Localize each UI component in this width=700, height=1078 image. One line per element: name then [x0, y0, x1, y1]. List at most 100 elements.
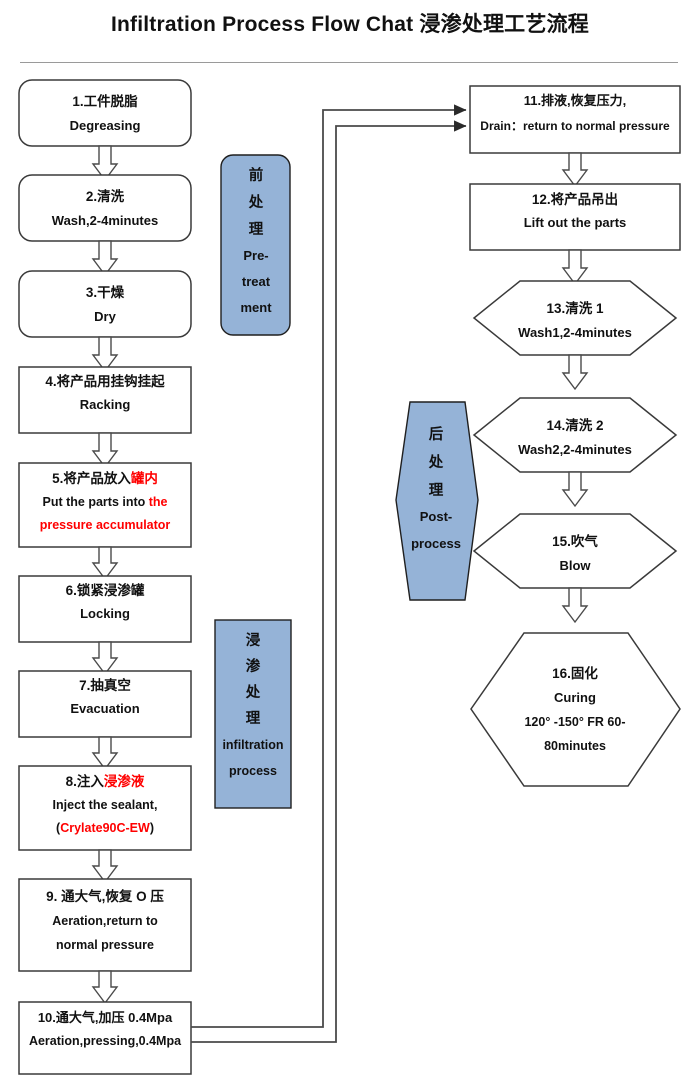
- step-4-shape: [18, 366, 192, 434]
- step-node-10[interactable]: 10.通大气,加压 0.4Mpa Aeration,pressing,0.4Mp…: [18, 1001, 192, 1075]
- step-8-line-2: Inject the sealant,: [53, 798, 158, 812]
- phase-pre-en-1: Pre-: [243, 248, 268, 263]
- phase-post-cn-3: 理: [429, 482, 444, 499]
- step-8-paren-open: (: [56, 821, 61, 835]
- step-9-line-3: normal pressure: [56, 938, 154, 952]
- phase-inf-cn-1: 浸: [246, 632, 261, 649]
- connector-13-14: [561, 354, 589, 391]
- phase-post-shape: [395, 401, 479, 601]
- step-4-line-2: Racking: [80, 397, 131, 412]
- connector-9-10: [91, 970, 119, 1005]
- step-8-line-3: (Crylate90C-EW): [56, 821, 154, 835]
- step-node-4[interactable]: 4.将产品用挂钩挂起 Racking: [18, 366, 192, 434]
- step-9-shape: [18, 878, 192, 972]
- step-7-line-1: 7.抽真空: [79, 677, 131, 693]
- phase-inf-en-1: infiltration: [222, 738, 283, 752]
- phase-inf-cn-4: 理: [246, 710, 261, 727]
- step-10-line-2: Aeration,pressing,0.4Mpa: [29, 1034, 182, 1048]
- step-15-line-1: 15.吹气: [552, 533, 598, 549]
- step-node-14[interactable]: 14.清洗 2 Wash2,2-4minutes: [472, 397, 678, 473]
- step-9-line-1: 9. 通大气,恢复 O 压: [46, 888, 164, 904]
- step-6-line-1: 6.锁紧浸渗罐: [66, 582, 145, 598]
- phase-pre-cn-2: 处: [248, 193, 264, 211]
- page-title: Infiltration Process Flow Chat 浸渗处理工艺流程: [110, 13, 589, 36]
- phase-pre-treatment-shape: [220, 154, 291, 336]
- step-node-1[interactable]: 1.工件脱脂 Degreasing: [18, 79, 192, 147]
- connector-12-13: [561, 249, 589, 286]
- step-10-shape: [18, 1001, 192, 1075]
- step-node-12[interactable]: 12.将产品吊出 Lift out the parts: [469, 183, 681, 251]
- connector-8-9: [91, 849, 119, 884]
- phase-post-cn-1: 后: [429, 426, 444, 443]
- step-8-line-1: 8.注入浸渗液: [66, 773, 145, 789]
- connector-15-16: [561, 587, 589, 624]
- step-2-shape: [18, 174, 192, 242]
- connector-1-2: [91, 145, 119, 182]
- phase-infiltration-shape: [214, 619, 292, 809]
- connector-11-12: [561, 152, 589, 188]
- step-node-15[interactable]: 15.吹气 Blow: [472, 513, 678, 589]
- phase-pre-en-2: treat: [242, 274, 271, 289]
- step-1-shape: [18, 79, 192, 147]
- step-8-paren-close: ): [150, 821, 154, 835]
- step-15-line-2: Blow: [559, 558, 591, 573]
- step-5-line-3: pressure accumulator: [40, 518, 171, 532]
- connector-3-4: [91, 336, 119, 373]
- step-5-line-1-cn-red: 罐内: [130, 470, 158, 486]
- step-6-line-2: Locking: [80, 606, 130, 621]
- step-node-11[interactable]: 11.排液,恢复压力, Drain：return to normal press…: [469, 85, 681, 154]
- feedback-line-upper: [191, 104, 467, 1028]
- phase-pre-cn-3: 理: [249, 221, 264, 238]
- step-5-line-2: Put the parts into the: [43, 495, 168, 509]
- phase-inf-en-2: process: [229, 764, 277, 778]
- step-node-9[interactable]: 9. 通大气,恢复 O 压 Aeration,return to normal …: [18, 878, 192, 972]
- step-16-line-4: 80minutes: [544, 739, 606, 753]
- step-node-5[interactable]: 5.将产品放入罐内 Put the parts into the pressur…: [18, 462, 192, 548]
- step-node-2[interactable]: 2.清洗 Wash,2-4minutes: [18, 174, 192, 242]
- connector-5-6: [91, 546, 119, 581]
- step-5-line-2-en-red: the: [149, 495, 168, 509]
- step-8-product-code: Crylate90C-EW: [60, 821, 150, 835]
- phase-post-en-2: process: [411, 536, 461, 551]
- step-14-shape: [472, 397, 678, 473]
- step-5-line-1-cn: 5.将产品放入: [52, 470, 131, 486]
- connector-7-8: [91, 736, 119, 771]
- feedback-line-lower: [191, 120, 467, 1043]
- step-14-line-1: 14.清洗 2: [546, 417, 603, 433]
- title-divider: [20, 62, 678, 63]
- step-8-line-1-cn-red: 浸渗液: [104, 773, 145, 789]
- step-3-shape: [18, 270, 192, 338]
- step-3-line-2: Dry: [94, 309, 116, 324]
- step-16-line-2: Curing: [554, 690, 596, 705]
- connector-14-15: [561, 471, 589, 508]
- step-15-shape: [472, 513, 678, 589]
- step-node-6[interactable]: 6.锁紧浸渗罐 Locking: [18, 575, 192, 643]
- step-10-line-1: 10.通大气,加压 0.4Mpa: [38, 1010, 173, 1025]
- step-3-line-1: 3.干燥: [86, 284, 125, 300]
- step-node-7[interactable]: 7.抽真空 Evacuation: [18, 670, 192, 738]
- step-14-line-2: Wash2,2-4minutes: [518, 442, 632, 457]
- phase-pre-en-3: ment: [240, 300, 272, 315]
- phase-label-infiltration-process[interactable]: 浸 渗 处 理 infiltration process: [214, 619, 292, 809]
- phase-inf-cn-2: 渗: [246, 657, 261, 675]
- step-7-line-2: Evacuation: [70, 701, 139, 716]
- step-11-line-2: Drain：return to normal pressure: [480, 119, 670, 133]
- step-2-line-1: 2.清洗: [86, 188, 125, 204]
- step-1-line-1: 1.工件脱脂: [72, 93, 138, 109]
- phase-post-en-1: Post-: [420, 509, 453, 524]
- phase-label-post-process[interactable]: 后 处 理 Post- process: [395, 401, 479, 601]
- step-8-line-1-cn: 8.注入: [66, 773, 105, 789]
- connector-6-7: [91, 641, 119, 676]
- step-node-3[interactable]: 3.干燥 Dry: [18, 270, 192, 338]
- step-16-shape: [470, 632, 681, 787]
- step-11-line-1: 11.排液,恢复压力,: [524, 93, 627, 108]
- step-13-shape: [472, 280, 678, 356]
- step-node-8[interactable]: 8.注入浸渗液 Inject the sealant, (Crylate90C-…: [18, 765, 192, 851]
- step-node-13[interactable]: 13.清洗 1 Wash1,2-4minutes: [472, 280, 678, 356]
- phase-label-pre-treatment[interactable]: 前 处 理 Pre- treat ment: [220, 154, 291, 336]
- step-node-16[interactable]: 16.固化 Curing 120° -150° FR 60- 80minutes: [470, 632, 681, 787]
- step-13-line-1: 13.清洗 1: [546, 300, 604, 316]
- step-12-line-2: Lift out the parts: [524, 215, 627, 230]
- step-16-line-3: 120° -150° FR 60-: [524, 715, 625, 729]
- step-5-shape: [18, 462, 192, 548]
